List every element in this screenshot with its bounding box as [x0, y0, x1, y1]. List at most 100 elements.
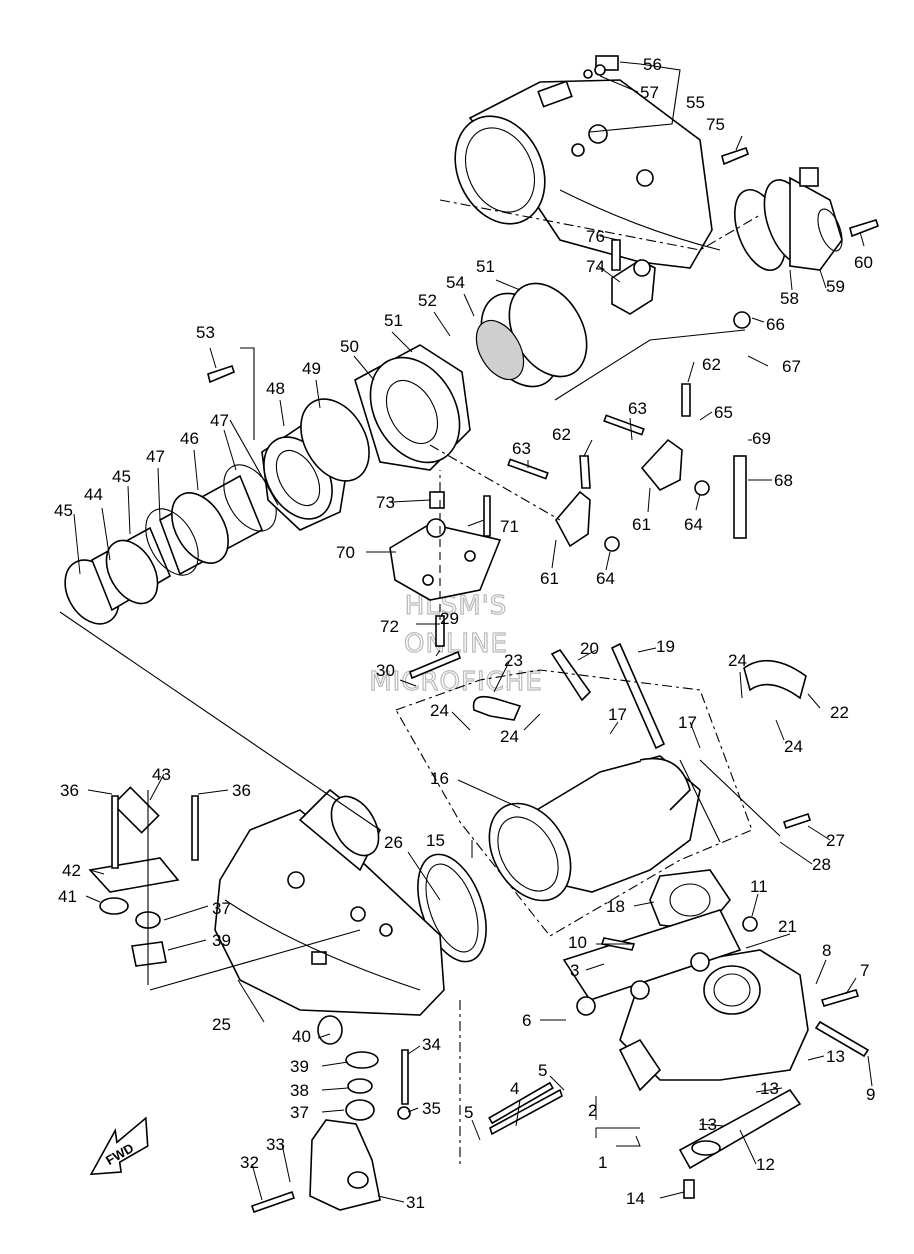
watermark-line-3: MICROFICHE — [369, 667, 543, 697]
callout-52: 52 — [418, 291, 437, 310]
callout-67: 67 — [782, 357, 801, 376]
callout-50: 50 — [340, 337, 359, 356]
callout-49: 49 — [302, 359, 321, 378]
callout-45a: 45 — [54, 501, 73, 520]
callout-70: 70 — [336, 543, 355, 562]
callout-17a: 17 — [608, 705, 627, 724]
callout-63b: 63 — [512, 439, 531, 458]
callout-18: 18 — [606, 897, 625, 916]
callout-62b: 62 — [552, 425, 571, 444]
callout-36a: 36 — [60, 781, 79, 800]
callout-74: 74 — [586, 257, 605, 276]
callout-7: 7 — [860, 961, 869, 980]
callout-15: 15 — [426, 831, 445, 850]
callout-45b: 45 — [112, 467, 131, 486]
water-box — [214, 788, 445, 1016]
callout-13a: 13 — [826, 1047, 845, 1066]
callout-44: 44 — [84, 485, 103, 504]
callout-64: 64 — [684, 515, 703, 534]
callout-61: 61 — [632, 515, 651, 534]
callout-1: 1 — [598, 1153, 607, 1172]
callout-labels: 56 57 55 75 76 74 60 58 59 66 67 62 65 6… — [54, 55, 875, 1212]
callout-66: 66 — [766, 315, 785, 334]
callout-71: 71 — [500, 517, 519, 536]
callout-35: 35 — [422, 1099, 441, 1118]
callout-24b: 24 — [784, 737, 803, 756]
callout-57: 57 — [640, 83, 659, 102]
callout-37a: 37 — [290, 1103, 309, 1122]
callout-33: 33 — [266, 1135, 285, 1154]
callout-40: 40 — [292, 1027, 311, 1046]
callout-3: 3 — [570, 961, 579, 980]
callout-54: 54 — [446, 273, 465, 292]
callout-12: 12 — [756, 1155, 775, 1174]
callout-73: 73 — [376, 493, 395, 512]
callout-47b: 47 — [210, 411, 229, 430]
leader-lines — [73, 61, 873, 1203]
callout-72: 72 — [380, 617, 399, 636]
callout-36b: 36 — [232, 781, 251, 800]
callout-14: 14 — [626, 1189, 645, 1208]
callout-23: 23 — [504, 651, 523, 670]
callout-10: 10 — [568, 933, 587, 952]
callout-5a: 5 — [538, 1061, 547, 1080]
callout-47a: 47 — [146, 447, 165, 466]
mount-stack-left — [88, 786, 180, 967]
callout-5b: 5 — [464, 1103, 473, 1122]
callout-38: 38 — [290, 1081, 309, 1100]
callout-39a: 39 — [290, 1057, 309, 1076]
muffler-housing — [454, 79, 721, 269]
callout-51b: 51 — [476, 257, 495, 276]
callout-37b: 37 — [212, 899, 231, 918]
callout-64b: 64 — [596, 569, 615, 588]
callout-60: 60 — [854, 253, 873, 272]
callout-56: 56 — [643, 55, 662, 74]
callout-31: 31 — [406, 1193, 425, 1212]
exhaust-manifold-lower — [562, 909, 809, 1170]
callout-55: 55 — [686, 93, 705, 112]
callout-8: 8 — [822, 941, 831, 960]
callout-63: 63 — [628, 399, 647, 418]
callout-21: 21 — [778, 917, 797, 936]
callout-41: 41 — [58, 887, 77, 906]
fwd-direction-arrow: FWD — [89, 1116, 149, 1176]
callout-27: 27 — [826, 831, 845, 850]
callout-68: 68 — [774, 471, 793, 490]
callout-19: 19 — [656, 637, 675, 656]
callout-62: 62 — [702, 355, 721, 374]
callout-16: 16 — [430, 769, 449, 788]
callout-34: 34 — [422, 1035, 441, 1054]
callout-25: 25 — [212, 1015, 231, 1034]
callout-24d: 24 — [500, 727, 519, 746]
callout-58: 58 — [780, 289, 799, 308]
callout-48: 48 — [266, 379, 285, 398]
callout-29: 29 — [440, 609, 459, 628]
callout-30: 30 — [376, 661, 395, 680]
callout-75: 75 — [706, 115, 725, 134]
callout-39b: 39 — [212, 931, 231, 950]
callout-61b: 61 — [540, 569, 559, 588]
exhaust-tube-chain — [64, 282, 588, 625]
callout-26: 26 — [384, 833, 403, 852]
engine-mount — [309, 1015, 411, 1211]
bolts — [111, 146, 880, 1214]
callout-24c: 24 — [430, 701, 449, 720]
callout-51a: 51 — [384, 311, 403, 330]
watermark: HLSM'S ONLINE MICROFICHE — [369, 590, 543, 697]
callout-9: 9 — [866, 1085, 875, 1104]
exhaust-manifold — [472, 659, 807, 902]
outlet-joint — [734, 167, 843, 271]
callout-43: 43 — [152, 765, 171, 784]
callout-13b: 13 — [760, 1079, 779, 1098]
callout-42: 42 — [62, 861, 81, 880]
callout-20: 20 — [580, 639, 599, 658]
callout-28: 28 — [812, 855, 831, 874]
bracket-74 — [611, 259, 656, 315]
callout-6: 6 — [522, 1011, 531, 1030]
callout-76: 76 — [586, 227, 605, 246]
fitting-56 — [583, 55, 619, 79]
callout-4: 4 — [510, 1079, 519, 1098]
callout-13c: 13 — [698, 1115, 717, 1134]
callout-17b: 17 — [678, 713, 697, 732]
